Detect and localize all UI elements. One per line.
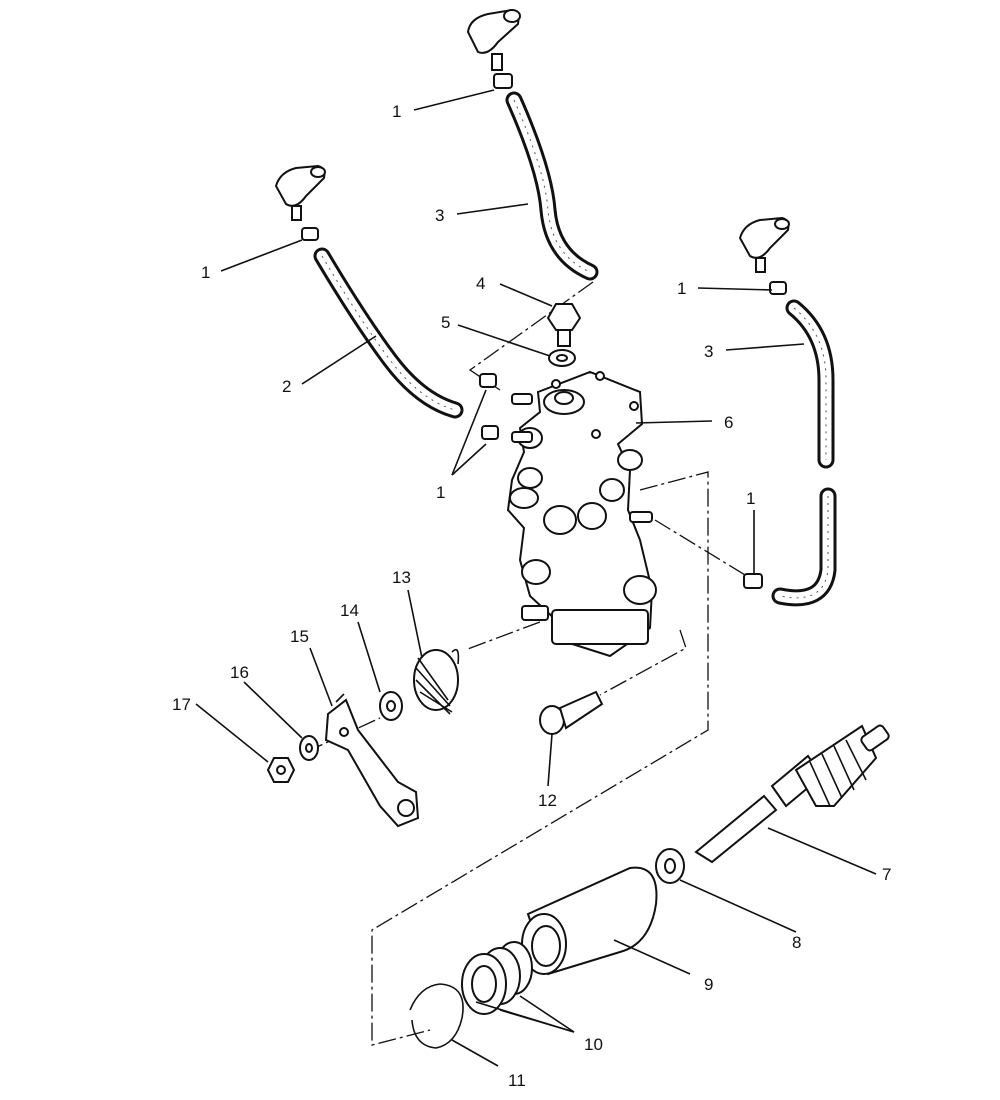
hose-right-lower: [771, 487, 837, 607]
carburetor-fitting-left: [274, 164, 326, 221]
lock-washer: [299, 735, 319, 761]
carburetor-fitting-right: [738, 216, 790, 273]
carburetor-fitting-top: [466, 8, 521, 71]
hex-nut: [266, 757, 296, 783]
callout-8: 8: [792, 933, 801, 952]
plain-washer: [379, 691, 403, 721]
callout-10: 10: [584, 1035, 603, 1054]
callout-1: 1: [392, 102, 401, 121]
hose-clamp-icon: [301, 73, 787, 589]
hose-top: [505, 91, 599, 281]
callout-3: 3: [704, 342, 713, 361]
callout-17: 17: [172, 695, 191, 714]
callout-15: 15: [290, 627, 309, 646]
drive-bushing: [521, 866, 658, 976]
callout-13: 13: [392, 568, 411, 587]
callout-7: 7: [882, 865, 891, 884]
callout-3: 3: [435, 206, 444, 225]
callout-14: 14: [340, 601, 359, 620]
mounting-screw: [539, 690, 604, 735]
gear-washer: [655, 848, 685, 884]
hose-right-upper: [785, 299, 835, 469]
callout-labels: 1 3 1 2 4 5 1 3 6 1 1 13 14 15 16 17 12 …: [172, 102, 891, 1090]
drive-gear-shaft-icon: [694, 724, 890, 864]
callout-12: 12: [538, 791, 557, 810]
callout-1: 1: [677, 279, 686, 298]
banjo-bolt: [546, 303, 582, 347]
callout-11: 11: [508, 1071, 526, 1090]
snap-ring: [409, 983, 464, 1049]
return-spring: [413, 648, 460, 715]
callout-1: 1: [201, 263, 210, 282]
hose-left: [313, 247, 464, 419]
sealing-washer: [548, 349, 576, 367]
callout-4: 4: [476, 274, 485, 293]
callout-1: 1: [436, 483, 445, 502]
callout-16: 16: [230, 663, 249, 682]
callout-2: 2: [282, 377, 291, 396]
callout-1: 1: [746, 489, 755, 508]
control-lever: [324, 693, 420, 828]
oil-seals: [461, 941, 533, 1015]
leader-lines: [195, 89, 877, 1067]
callout-9: 9: [704, 975, 713, 994]
oil-pump-body-icon: [506, 370, 657, 658]
callout-5: 5: [441, 313, 450, 332]
callout-6: 6: [724, 413, 733, 432]
